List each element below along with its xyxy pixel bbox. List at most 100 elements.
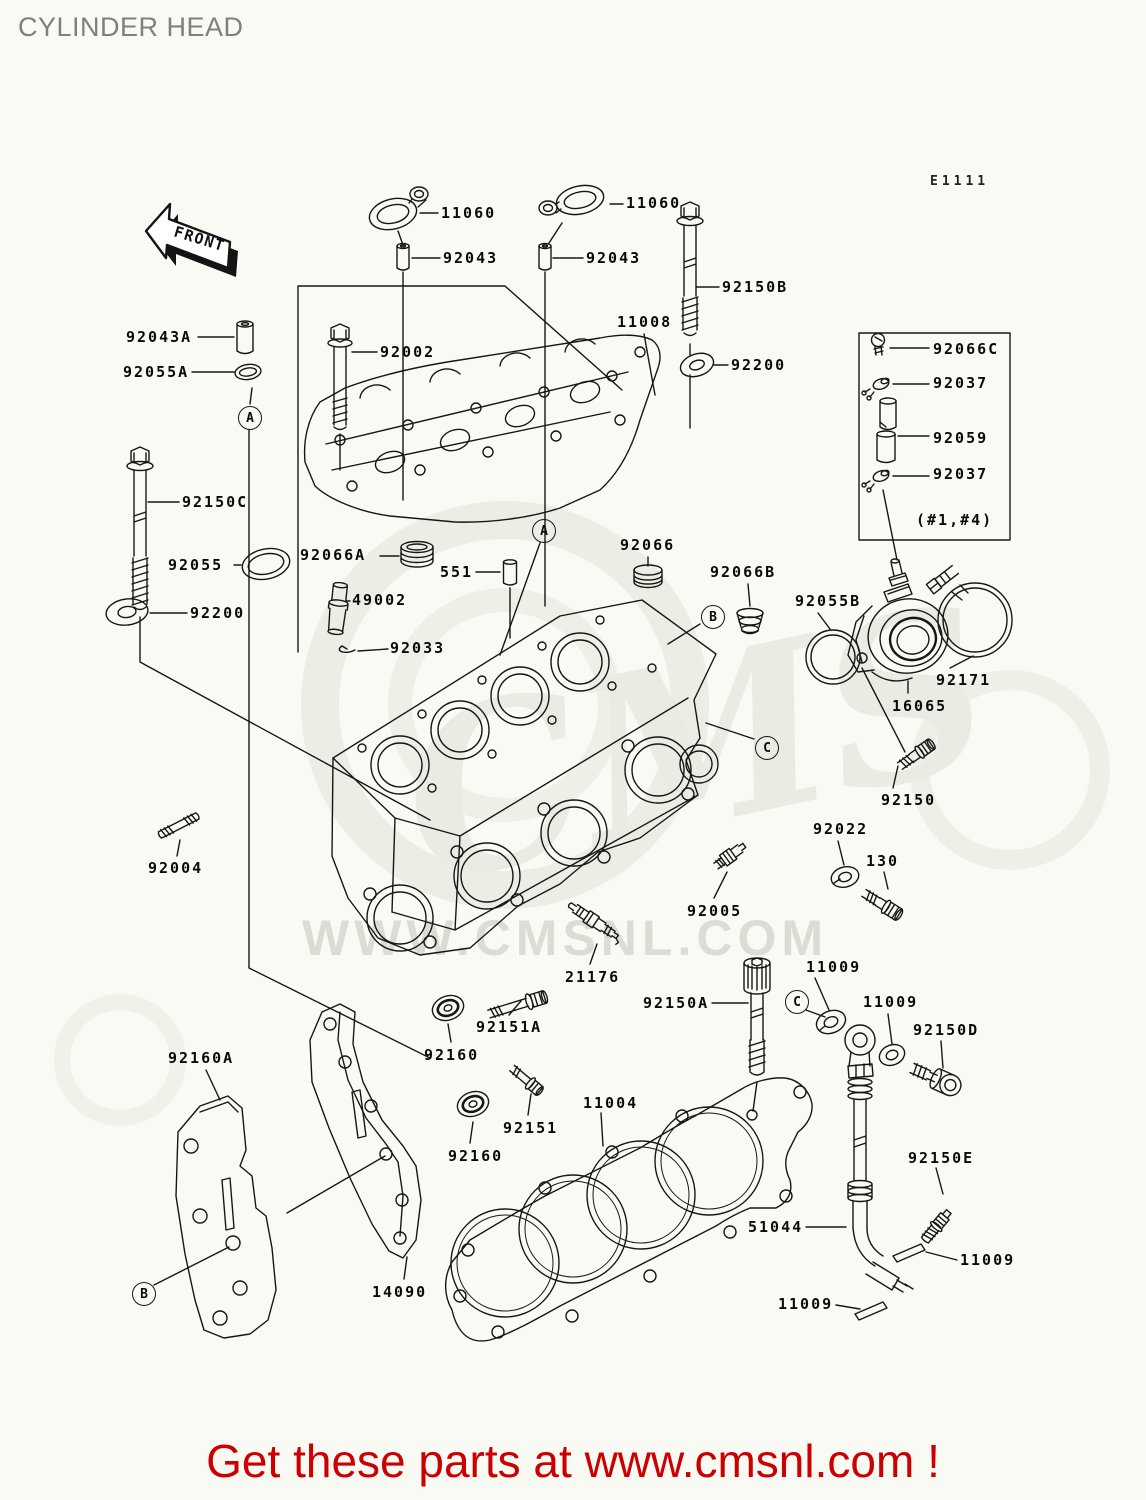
- watermark-url: WWW.CMSNL.COM: [302, 910, 828, 966]
- part-label-92160: 92160: [424, 1046, 480, 1064]
- gasket-11009-3: [892, 1243, 926, 1263]
- part-label-11008: 11008: [617, 313, 673, 331]
- part-label-92043a: 92043A: [126, 328, 193, 346]
- part-label-92055b: 92055B: [795, 592, 862, 610]
- part-label-11009: 11009: [863, 993, 919, 1011]
- pin-92043a: [236, 320, 254, 355]
- part-label-551: 551: [440, 563, 474, 581]
- gasket-holes: [453, 1085, 807, 1339]
- clamp-92037-1: [861, 377, 890, 401]
- part-label-11009: 11009: [778, 1295, 834, 1313]
- part-label-92043: 92043: [443, 249, 499, 267]
- view-ref-circle-b: B: [132, 1282, 156, 1306]
- sensor-92005: [713, 842, 747, 870]
- view-ref-circle-c: C: [755, 736, 779, 760]
- part-label-92150c: 92150C: [182, 493, 249, 511]
- part-label-92066: 92066: [620, 536, 676, 554]
- grommet-92160-1: [431, 994, 465, 1022]
- part-label-92151a: 92151A: [476, 1018, 543, 1036]
- front-arrow: FRONT: [144, 202, 238, 277]
- view-ref-circle-a: A: [532, 519, 556, 543]
- cap-92066a: [400, 540, 434, 568]
- oring-92055a: [234, 363, 262, 381]
- part-label-51044: 51044: [748, 1218, 804, 1236]
- leader-lines: [139, 203, 974, 1310]
- spark-plug-21176: [567, 902, 620, 946]
- bolt-92151: [509, 1064, 544, 1097]
- exhaust-flanges: [363, 736, 695, 952]
- part-label-92066a: 92066A: [300, 546, 367, 564]
- stud-92004: [157, 812, 200, 839]
- bolt-92002: [327, 323, 353, 431]
- part-label-11004: 11004: [583, 1094, 639, 1112]
- washer-92200-1: [679, 352, 715, 378]
- plug-92066b: [736, 607, 764, 635]
- washer-92022: [830, 865, 860, 889]
- part-label-92055a: 92055A: [123, 363, 190, 381]
- bolt-92150: [897, 738, 936, 770]
- part-label-92150e: 92150E: [908, 1149, 975, 1167]
- seal-11060-1: [368, 186, 429, 231]
- head-small-holes: [357, 615, 657, 793]
- part-label-92150d: 92150D: [913, 1021, 980, 1039]
- footer-banner-link[interactable]: Get these parts at www.cmsnl.com !: [206, 1435, 940, 1487]
- part-label-49002: 49002: [352, 591, 408, 609]
- part-label-92022: 92022: [813, 820, 869, 838]
- oil-pipe-51044: [844, 1024, 914, 1293]
- seal-11060-2: [538, 184, 605, 216]
- cam-holder-bolt-holes: [334, 346, 646, 492]
- sub-assembly-box: [858, 332, 1011, 541]
- part-label-11060: 11060: [626, 194, 682, 212]
- part-label-92150b: 92150B: [722, 278, 789, 296]
- part-label-92059: 92059: [933, 429, 989, 447]
- bolt-130: [861, 888, 904, 921]
- valve-bores: [370, 632, 610, 795]
- clamp-92171: [925, 564, 1013, 658]
- part-label-11009: 11009: [806, 958, 862, 976]
- part-label-130: 130: [866, 852, 900, 870]
- clamp-92037-2: [861, 469, 890, 493]
- part-label-92160: 92160: [448, 1147, 504, 1165]
- pin-92043-2: [538, 242, 552, 271]
- part-label-92171: 92171: [936, 671, 992, 689]
- cylinder-head-drawing: [331, 599, 719, 956]
- gasket-11009-4: [854, 1301, 888, 1321]
- bolt-92150a: [743, 957, 771, 1076]
- front-arrow-face: [144, 202, 232, 270]
- part-label-92055: 92055: [168, 556, 224, 574]
- side-cover-drawing: [175, 1095, 277, 1339]
- plug-92066: [633, 564, 663, 589]
- part-label-92037: 92037: [933, 465, 989, 483]
- view-ref-circle-b: B: [701, 605, 725, 629]
- part-label-92200: 92200: [190, 604, 246, 622]
- bolt-92150c: [126, 446, 154, 611]
- tunnel-cover-drawing: [309, 1003, 422, 1259]
- part-label-92033: 92033: [390, 639, 446, 657]
- part-label-92160a: 92160A: [168, 1049, 235, 1067]
- tube-92059: [876, 397, 897, 464]
- banjo-bolt-92150d: [909, 1062, 962, 1097]
- part-label-92004: 92004: [148, 859, 204, 877]
- valve-guide-49002: [327, 581, 349, 636]
- part-label-21176: 21176: [565, 968, 621, 986]
- diagram-code: E1111: [930, 174, 990, 189]
- part-label-16065: 16065: [892, 697, 948, 715]
- part-label-92150a: 92150A: [643, 994, 710, 1012]
- cam-holder-drawing: [303, 334, 661, 523]
- screw-92150e: [920, 1209, 952, 1244]
- nipple-92066c: [870, 332, 886, 356]
- grommet-92160-2: [456, 1090, 490, 1118]
- part-label-92037: 92037: [933, 374, 989, 392]
- part-label-92066c: 92066C: [933, 340, 1000, 358]
- oring-92055: [241, 547, 291, 581]
- part-label-11009: 11009: [960, 1251, 1016, 1269]
- washer-11009-2: [878, 1043, 906, 1067]
- part-label-92151: 92151: [503, 1119, 559, 1137]
- part-label-92066b: 92066B: [710, 563, 777, 581]
- view-ref-circle-c: C: [785, 990, 809, 1014]
- part-label-14090: 14090: [372, 1283, 428, 1301]
- part-label-11060: 11060: [441, 204, 497, 222]
- part-label-92150: 92150: [881, 791, 937, 809]
